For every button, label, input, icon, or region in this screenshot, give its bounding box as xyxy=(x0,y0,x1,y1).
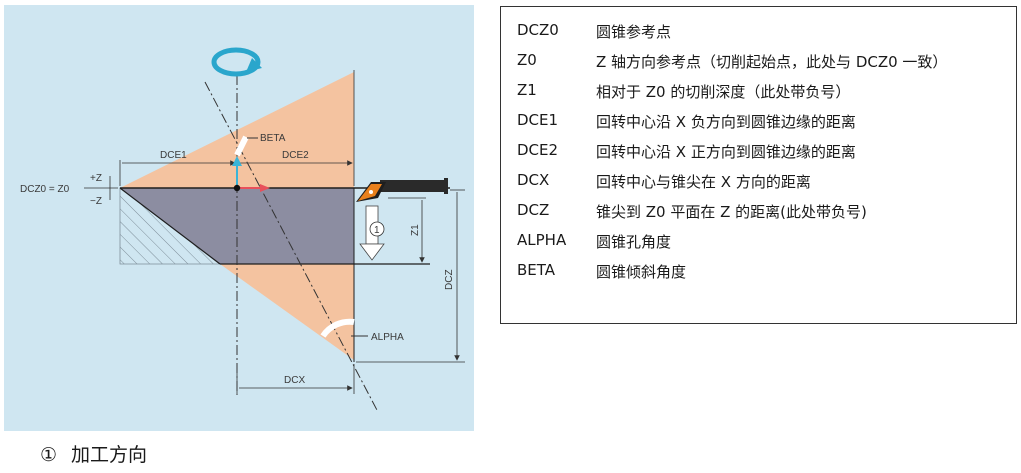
legend-code: DCZ xyxy=(517,201,550,219)
legend-code: DCE1 xyxy=(517,111,559,129)
legend-code: BETA xyxy=(517,261,556,279)
legend-code: DCX xyxy=(517,171,550,189)
legend-code: Z0 xyxy=(517,51,537,69)
footnote-marker: ① xyxy=(40,444,58,466)
legend-desc: 回转中心沿 X 正方向到圆锥边缘的距离 xyxy=(596,143,856,161)
legend-desc: 圆锥孔角度 xyxy=(596,233,672,251)
legend-code: Z1 xyxy=(517,81,537,99)
legend-code: DCE2 xyxy=(517,141,559,159)
dcz0-z0-label: DCZ0 = Z0 xyxy=(20,184,70,195)
z1-label: Z1 xyxy=(410,224,421,236)
dce2-label: DCE2 xyxy=(282,150,309,161)
dcx-label: DCX xyxy=(284,375,305,386)
x-arrow-icon xyxy=(260,184,270,192)
legend-desc: 相对于 Z0 的切削深度（此处带负号） xyxy=(596,83,851,101)
callout-1-label: 1 xyxy=(374,225,380,236)
legend-desc: 回转中心沿 X 负方向到圆锥边缘的距离 xyxy=(596,113,856,131)
legend-desc: Z 轴方向参考点（切削起始点，此处与 DCZ0 一致） xyxy=(596,53,948,71)
cone-tip-wedge xyxy=(220,264,354,360)
legend-desc: 圆锥倾斜角度 xyxy=(596,263,687,281)
alpha-label: ALPHA xyxy=(371,332,404,343)
dce1-label: DCE1 xyxy=(160,150,187,161)
legend-box: DCZ0 圆锥参考点 Z0 Z 轴方向参考点（切削起始点，此处与 DCZ0 一致… xyxy=(500,6,1017,324)
cone-axis xyxy=(204,81,379,413)
plus-z-label: +Z xyxy=(90,173,102,184)
legend-code: ALPHA xyxy=(517,231,567,249)
origin-point xyxy=(233,184,241,192)
legend-desc: 锥尖到 Z0 平面在 Z 的距离(此处带负号) xyxy=(596,203,867,221)
beta-label: BETA xyxy=(260,133,286,144)
footnote: ① 加工方向 xyxy=(40,440,147,467)
legend-code: DCZ0 xyxy=(517,21,559,39)
boring-tool xyxy=(356,178,448,202)
cone-bore-diagram: BETA DCE1 DCE2 +Z −Z DCZ0 = Z0 1 Z1 DCZ … xyxy=(4,5,474,431)
rotation-icon xyxy=(211,47,262,77)
legend-desc: 回转中心与锥尖在 X 方向的距离 xyxy=(596,173,811,191)
z-arrow-icon xyxy=(232,156,242,166)
dcz-label: DCZ xyxy=(444,269,455,290)
callout-1-circle xyxy=(369,221,385,237)
legend-desc: 圆锥参考点 xyxy=(596,23,672,41)
minus-z-label: −Z xyxy=(90,196,102,207)
footnote-text: 加工方向 xyxy=(71,444,148,466)
